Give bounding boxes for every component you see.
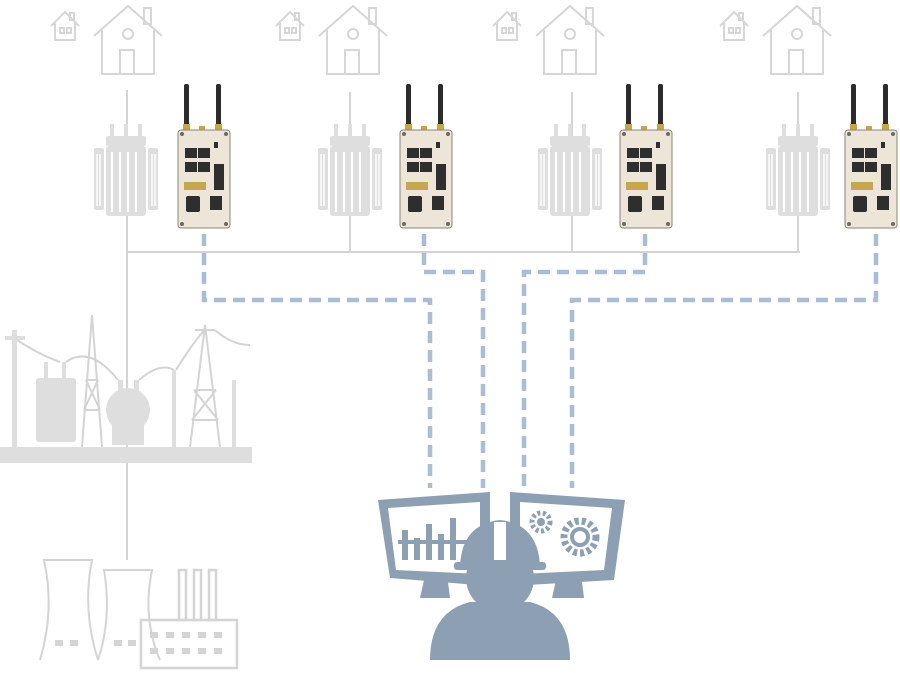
house-icon — [492, 11, 522, 41]
industrial-cellular-router-icon[interactable] — [399, 83, 453, 229]
house-icon — [50, 11, 80, 41]
substation-icon — [0, 314, 252, 463]
site-2 — [275, 5, 453, 229]
link-site-1 — [201, 234, 433, 488]
house-icon — [93, 5, 163, 75]
house-icon — [535, 5, 605, 75]
house-icon — [318, 5, 388, 75]
house-icon — [275, 11, 305, 41]
communication-links — [201, 234, 879, 488]
house-icon — [719, 11, 749, 41]
link-site-4 — [569, 234, 879, 488]
power-plant-icon — [39, 559, 239, 670]
site-4 — [719, 5, 898, 229]
transformer-icon — [537, 123, 603, 217]
transformer-icon — [93, 123, 159, 217]
industrial-cellular-router-icon[interactable] — [619, 83, 673, 229]
transformer-icon — [765, 123, 831, 217]
operator-workstation-icon[interactable] — [378, 492, 625, 660]
site-3 — [492, 5, 673, 229]
site-1 — [50, 5, 231, 229]
house-icon — [762, 5, 832, 75]
link-site-3 — [521, 234, 648, 488]
industrial-cellular-router-icon[interactable] — [177, 83, 231, 229]
transformer-icon — [317, 123, 383, 217]
industrial-cellular-router-icon[interactable] — [844, 83, 898, 229]
link-site-2 — [421, 234, 486, 488]
